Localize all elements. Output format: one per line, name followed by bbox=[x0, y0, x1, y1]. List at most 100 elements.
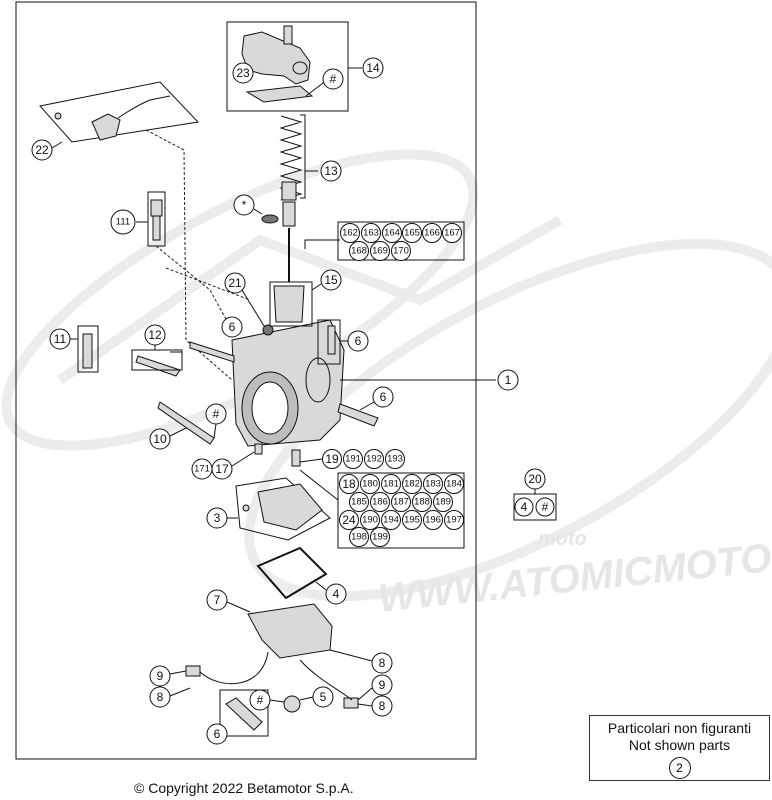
carburetor-body bbox=[82, 285, 496, 467]
jet-167: 167 bbox=[444, 228, 460, 239]
jet-195: 195 bbox=[404, 515, 420, 526]
jet-170: 170 bbox=[393, 246, 409, 257]
callout-20: 20 bbox=[524, 468, 546, 490]
callout-14: 14 bbox=[362, 57, 384, 79]
jet-189: 189 bbox=[435, 497, 451, 508]
group-6-box bbox=[317, 319, 341, 365]
callout-6-b: 6 bbox=[347, 330, 369, 352]
jet-197: 197 bbox=[446, 515, 462, 526]
svg-text:17: 17 bbox=[215, 462, 229, 476]
svg-text:#: # bbox=[257, 693, 264, 707]
svg-text:13: 13 bbox=[324, 164, 338, 178]
svg-text:7: 7 bbox=[214, 593, 221, 607]
watermark: WWW.ATOMICMOTO.IT moto bbox=[1, 149, 772, 621]
callout-hash-a: # bbox=[322, 68, 344, 90]
callout-7: 7 bbox=[206, 589, 228, 611]
svg-text:9: 9 bbox=[157, 669, 164, 683]
svg-text:6: 6 bbox=[355, 334, 362, 348]
callout-23: 23 bbox=[232, 62, 254, 84]
jet-198: 198 bbox=[351, 532, 367, 543]
jet-194: 194 bbox=[383, 515, 399, 526]
callout-171: 171 bbox=[191, 458, 213, 480]
jet-group-box-18-24 bbox=[337, 472, 465, 549]
jet-168: 168 bbox=[351, 246, 367, 257]
svg-text:6: 6 bbox=[214, 727, 221, 741]
callout-22: 22 bbox=[31, 139, 53, 161]
jet-162: 162 bbox=[342, 228, 358, 239]
svg-text:21: 21 bbox=[228, 276, 242, 290]
legend-part-number: 2 bbox=[668, 757, 691, 779]
svg-text:#: # bbox=[542, 500, 549, 514]
callout-star: * bbox=[233, 194, 255, 216]
jet-187: 187 bbox=[393, 497, 409, 508]
jet-191: 191 bbox=[345, 454, 361, 465]
svg-text:5: 5 bbox=[320, 690, 327, 704]
callout-4: 4 bbox=[325, 583, 347, 605]
callout-4-b: 4 bbox=[514, 497, 534, 517]
jet-181: 181 bbox=[383, 479, 399, 490]
float-bowl-group bbox=[185, 477, 359, 731]
callout-10: 10 bbox=[149, 428, 171, 450]
svg-text:171: 171 bbox=[194, 464, 210, 475]
svg-text:23: 23 bbox=[236, 66, 250, 80]
svg-text:12: 12 bbox=[148, 328, 162, 342]
jet-180: 180 bbox=[362, 479, 378, 490]
jet-166: 166 bbox=[424, 228, 440, 239]
callout-8-b: 8 bbox=[149, 686, 171, 708]
callout-9-a: 9 bbox=[149, 665, 171, 687]
jet-182: 182 bbox=[404, 479, 420, 490]
svg-text:3: 3 bbox=[214, 511, 221, 525]
watermark-moto: moto bbox=[538, 528, 587, 550]
legend-italian-label: Particolari non figuranti bbox=[607, 720, 752, 736]
jet-164: 164 bbox=[384, 228, 400, 239]
callout-13: 13 bbox=[320, 160, 342, 182]
callout-111: 111 bbox=[110, 209, 136, 235]
svg-text:8: 8 bbox=[157, 690, 164, 704]
jet-199: 199 bbox=[372, 532, 388, 543]
svg-text:14: 14 bbox=[366, 61, 380, 75]
group-12-box bbox=[131, 349, 183, 371]
jet-188: 188 bbox=[414, 497, 430, 508]
group-11-box bbox=[77, 325, 99, 373]
callout-9-b: 9 bbox=[371, 674, 393, 696]
callout-11: 11 bbox=[49, 328, 71, 350]
group-15-box bbox=[269, 281, 313, 327]
spring-needle bbox=[261, 114, 340, 282]
svg-text:*: * bbox=[242, 198, 247, 212]
svg-text:8: 8 bbox=[379, 656, 386, 670]
callout-24: 24 bbox=[342, 513, 356, 527]
svg-text:9: 9 bbox=[379, 678, 386, 692]
callout-3: 3 bbox=[206, 507, 228, 529]
callout-12: 12 bbox=[144, 324, 166, 346]
callout-21: 21 bbox=[224, 272, 246, 294]
callout-19: 19 bbox=[325, 452, 339, 466]
callout-hash-b: # bbox=[205, 403, 227, 425]
svg-text:10: 10 bbox=[153, 432, 167, 446]
not-shown-parts-legend: Particolari non figuranti Not shown part… bbox=[589, 715, 770, 781]
svg-text:15: 15 bbox=[324, 273, 338, 287]
jet-196: 196 bbox=[425, 515, 441, 526]
callout-1-label: 1 bbox=[505, 373, 512, 387]
svg-text:20: 20 bbox=[528, 472, 542, 486]
callout-hash-d: # bbox=[535, 497, 555, 517]
jet-184: 184 bbox=[446, 479, 462, 490]
svg-text:4: 4 bbox=[521, 500, 528, 514]
bracket-22 bbox=[39, 81, 200, 149]
callout-8-c: 8 bbox=[371, 695, 393, 717]
jet-192: 192 bbox=[366, 454, 382, 465]
callout-5: 5 bbox=[312, 686, 334, 708]
callout-hash-c: # bbox=[249, 689, 271, 711]
svg-text:6: 6 bbox=[380, 390, 387, 404]
callout-1: 1 bbox=[497, 369, 519, 391]
svg-text:22: 22 bbox=[35, 143, 49, 157]
jet-group-top: 162 163 164 165 166 167 168 169 170 bbox=[340, 223, 462, 261]
copyright-notice: © Copyright 2022 Betamotor S.p.A. bbox=[134, 780, 354, 796]
svg-text:111: 111 bbox=[116, 217, 130, 228]
callout-8-a: 8 bbox=[371, 652, 393, 674]
svg-text:#: # bbox=[330, 72, 337, 86]
legend-english-label: Not shown parts bbox=[628, 737, 731, 753]
callout-17: 17 bbox=[211, 458, 233, 480]
jet-group-18-24: 18 180 181 182 183 184 185 186 187 188 1… bbox=[299, 469, 464, 547]
callout-6-a: 6 bbox=[221, 316, 243, 338]
